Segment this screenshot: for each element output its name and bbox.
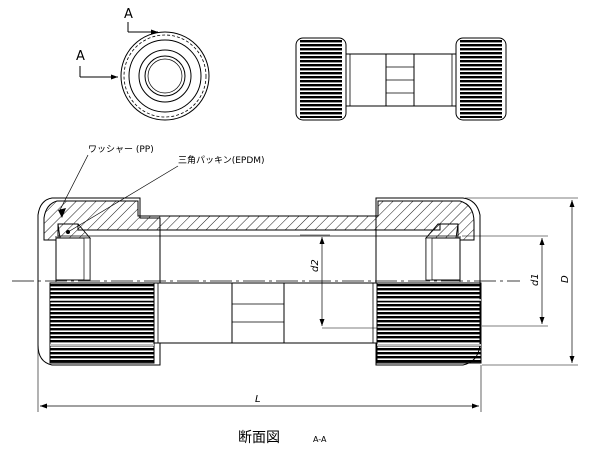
D-label: D bbox=[560, 275, 571, 283]
washer-leader bbox=[59, 154, 89, 211]
caption: 断面図 A-A bbox=[238, 430, 327, 446]
L-label: L bbox=[255, 394, 261, 405]
washer-label: ワッシャー (PP) bbox=[88, 145, 154, 155]
side-view bbox=[295, 37, 507, 121]
packing-leader bbox=[67, 165, 179, 233]
packing-label: 三角パッキン(EPDM) bbox=[178, 154, 265, 166]
section-view bbox=[12, 197, 520, 366]
dimensions: d2 d1 D L bbox=[37, 197, 578, 412]
callouts: ワッシャー (PP) 三角パッキン(EPDM) bbox=[59, 145, 265, 233]
section-label-top: A bbox=[124, 7, 133, 22]
caption-title: 断面図 bbox=[238, 430, 280, 446]
section-label-left: A bbox=[76, 49, 85, 64]
d2-label: d2 bbox=[310, 259, 321, 272]
d1-label: d1 bbox=[530, 273, 541, 286]
caption-section: A-A bbox=[313, 435, 327, 444]
end-view: A A bbox=[76, 7, 210, 121]
